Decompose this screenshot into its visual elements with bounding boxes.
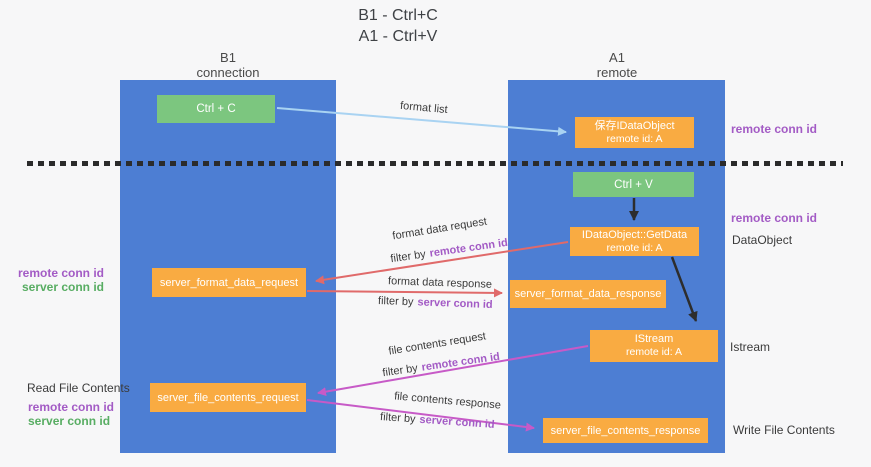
filter-by-text: filter by (379, 411, 416, 426)
server-format-data-request-box: server_format_data_request (152, 268, 306, 297)
left-format-server-conn-id: server conn id (21, 280, 104, 294)
lane-header-b1: B1 connection (178, 50, 278, 80)
server-format-data-response-box: server_format_data_response (510, 280, 666, 308)
server-file-contents-request-label: server_file_contents_request (157, 391, 299, 404)
left-file-remote-conn-id: remote conn id (28, 400, 115, 414)
server-format-data-response-label: server_format_data_response (514, 288, 662, 300)
filter-key-remote-conn-id: remote conn id (428, 236, 509, 260)
save-idataobject-line2: remote id: A (606, 132, 663, 145)
lane-b1-subtitle: connection (196, 65, 260, 80)
idataobject-getdata-box: IDataObject::GetData remote id: A (570, 227, 699, 256)
filter-key-remote-conn-id: remote conn id (420, 350, 501, 374)
istream-box: IStream remote id: A (590, 330, 718, 362)
ctrl-v-label: Ctrl + V (614, 178, 653, 191)
server-format-data-request-label: server_format_data_request (159, 276, 299, 289)
getdata-line1: IDataObject::GetData (581, 228, 688, 241)
format-data-request-label: format data request (391, 215, 488, 243)
server-file-contents-response-box: server_file_contents_response (543, 418, 708, 443)
filter-key-server-conn-id: server conn id (417, 296, 493, 311)
title-line-1: B1 - Ctrl+C (358, 7, 438, 24)
lane-header-a1: A1 remote (567, 50, 667, 80)
istream-line1: IStream (634, 333, 674, 345)
remote-conn-id-annotation-mid: remote conn id (731, 211, 818, 225)
diagram-title: B1 - Ctrl+C A1 - Ctrl+V (298, 5, 498, 47)
format-list-label: format list (399, 99, 449, 117)
ctrl-c-label: Ctrl + C (196, 103, 236, 115)
format-data-response-label: format data response (387, 275, 493, 291)
filter-by-text: filter by (381, 362, 419, 380)
istream-line2: remote id: A (625, 346, 683, 358)
save-idataobject-box: 保存IDataObject remote id: A (575, 117, 694, 148)
write-file-contents-annotation: Write File Contents (733, 423, 835, 437)
istream-annotation: Istream (730, 340, 771, 354)
filter-key-server-conn-id: server conn id (419, 413, 495, 431)
format-data-response-arrow (306, 288, 503, 298)
file-contents-response-label: file contents response (393, 390, 502, 412)
server-file-contents-response-label: server_file_contents_response (550, 424, 701, 437)
dataobject-annotation: DataObject (732, 233, 793, 247)
ctrl-v-box: Ctrl + V (573, 172, 694, 197)
filter-by-text: filter by (389, 248, 427, 266)
ctrl-c-box: Ctrl + C (157, 95, 275, 123)
lane-a1-title: A1 (609, 50, 625, 65)
server-file-contents-request-box: server_file_contents_request (150, 383, 306, 412)
lane-a1-subtitle: remote (596, 65, 638, 80)
remote-conn-id-annotation-top: remote conn id (731, 122, 818, 136)
lane-b1-title: B1 (220, 50, 236, 65)
phase-divider-dashed-line (27, 161, 843, 166)
left-file-server-conn-id: server conn id (28, 414, 111, 428)
left-format-remote-conn-id: remote conn id (18, 266, 105, 280)
getdata-line2: remote id: A (606, 241, 663, 254)
title-line-2: A1 - Ctrl+V (358, 28, 438, 45)
save-idataobject-line1: 保存IDataObject (594, 119, 675, 132)
left-file-conn-ids: remote conn id server conn id (28, 400, 115, 428)
filter-by-text: filter by (377, 295, 414, 309)
left-format-conn-ids: remote conn id server conn id (18, 266, 104, 294)
read-file-contents-annotation: Read File Contents (27, 381, 130, 395)
